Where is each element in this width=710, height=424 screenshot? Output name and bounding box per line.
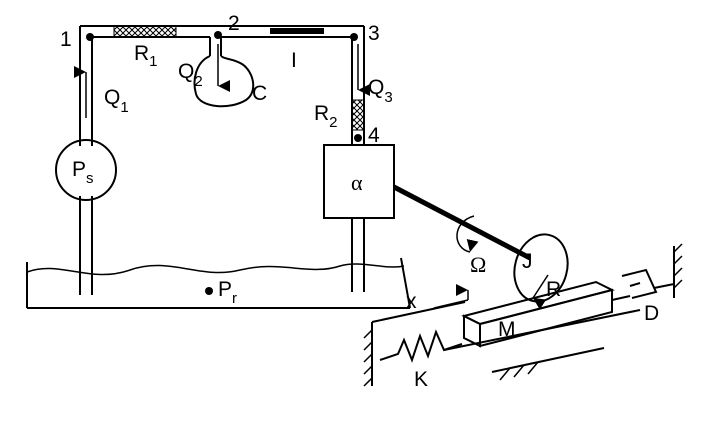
- label-alpha: α: [351, 170, 363, 195]
- rotation-arrow: [456, 215, 479, 253]
- resistor-r1: [113, 25, 177, 38]
- node-dot-1: [86, 33, 94, 41]
- label-pr: Pr: [218, 278, 237, 307]
- reservoir-dot: [205, 287, 213, 295]
- label-q1: Q1: [104, 86, 129, 116]
- x-displacement-arrow: [433, 299, 469, 309]
- label-ps: Ps: [72, 158, 94, 187]
- node-dot-2: [214, 31, 222, 39]
- inertia-wheel: [513, 233, 569, 303]
- label-m: M: [498, 318, 516, 341]
- reservoir: [26, 257, 411, 309]
- node-label-1: 1: [60, 28, 72, 51]
- node-label-3: 3: [368, 22, 380, 45]
- pipe-network: [79, 25, 365, 295]
- mass-block: [461, 280, 615, 348]
- node-label-2: 2: [228, 12, 240, 35]
- label-r: R: [546, 278, 561, 301]
- label-c: C: [252, 82, 267, 105]
- label-i: I: [291, 49, 297, 72]
- label-omega: Ω: [470, 252, 486, 277]
- label-d: D: [644, 302, 659, 325]
- inertance-bar: [270, 28, 324, 34]
- label-r2: R2: [314, 102, 338, 131]
- actuator-box: [323, 144, 395, 219]
- node-dot-4: [354, 134, 362, 142]
- label-q2: Q2: [178, 60, 203, 90]
- pump-circle: [55, 139, 117, 201]
- node-label-4: 4: [368, 124, 380, 147]
- label-j: J: [522, 250, 533, 273]
- damper-d: [611, 268, 675, 301]
- spring-k: [379, 329, 463, 363]
- label-k: K: [414, 368, 428, 391]
- label-r1: R1: [134, 42, 158, 70]
- resistor-r2: [351, 99, 365, 131]
- label-q3: Q3: [368, 76, 393, 106]
- label-x: x: [406, 290, 417, 313]
- capacitance-blob: [193, 55, 255, 108]
- radius-arrow: [532, 274, 549, 310]
- node-dot-3: [350, 33, 358, 41]
